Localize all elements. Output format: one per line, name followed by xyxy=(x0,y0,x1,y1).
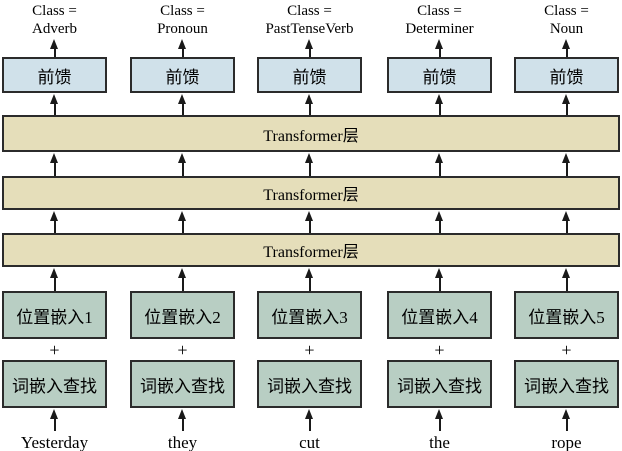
input-word: they xyxy=(167,433,198,451)
arrow-up-icon xyxy=(435,409,444,431)
token-column-5: Class = Noun 前馈 位置嵌入5 + 词嵌入查找 rope xyxy=(514,0,619,451)
class-label-line2: Pronoun xyxy=(157,21,208,37)
class-label-line2: Adverb xyxy=(32,21,77,37)
arrow-up-icon xyxy=(305,153,314,176)
arrow-up-icon xyxy=(562,211,571,233)
arrow-up-icon xyxy=(305,94,314,115)
class-label-line1: Class = xyxy=(32,3,77,19)
word-lookup-box: 词嵌入查找 xyxy=(514,360,619,408)
arrow-up-icon xyxy=(305,268,314,291)
token-column-2: Class = Pronoun 前馈 位置嵌入2 + 词嵌入查找 they xyxy=(130,0,235,451)
arrow-up-icon xyxy=(305,39,314,57)
arrow-up-icon xyxy=(562,94,571,115)
position-embedding-box: 位置嵌入3 xyxy=(257,291,362,339)
class-label-line2: PastTenseVerb xyxy=(265,21,354,37)
arrow-up-icon xyxy=(178,211,187,233)
class-label: Class = Pronoun xyxy=(112,2,253,38)
transformer-layer-box: Transformer层 xyxy=(2,176,620,210)
arrow-up-icon xyxy=(178,153,187,176)
feedforward-box: 前馈 xyxy=(130,57,235,93)
arrow-up-icon xyxy=(50,94,59,115)
word-lookup-box: 词嵌入查找 xyxy=(130,360,235,408)
position-embedding-box: 位置嵌入4 xyxy=(387,291,492,339)
class-label-line1: Class = xyxy=(287,3,332,19)
plus-sign: + xyxy=(561,340,572,360)
class-label: Class = Adverb xyxy=(0,2,125,38)
arrow-up-icon xyxy=(562,39,571,57)
class-label: Class = Noun xyxy=(496,2,622,38)
feedforward-box: 前馈 xyxy=(387,57,492,93)
arrow-up-icon xyxy=(435,39,444,57)
input-word: the xyxy=(429,433,450,451)
arrow-up-icon xyxy=(50,268,59,291)
input-word: cut xyxy=(299,433,320,451)
word-lookup-box: 词嵌入查找 xyxy=(387,360,492,408)
arrow-up-icon xyxy=(562,409,571,431)
token-column-3: Class = PastTenseVerb 前馈 位置嵌入3 + 词嵌入查找 c… xyxy=(257,0,362,451)
word-lookup-box: 词嵌入查找 xyxy=(257,360,362,408)
arrow-up-icon xyxy=(435,153,444,176)
arrow-up-icon xyxy=(178,268,187,291)
plus-sign: + xyxy=(304,340,315,360)
input-word: Yesterday xyxy=(20,433,89,451)
arrow-up-icon xyxy=(562,268,571,291)
arrow-up-icon xyxy=(435,211,444,233)
word-lookup-box: 词嵌入查找 xyxy=(2,360,107,408)
plus-sign: + xyxy=(49,340,60,360)
arrow-up-icon xyxy=(305,409,314,431)
token-column-4: Class = Determiner 前馈 位置嵌入4 + 词嵌入查找 the xyxy=(387,0,492,451)
arrow-up-icon xyxy=(435,94,444,115)
feedforward-box: 前馈 xyxy=(2,57,107,93)
arrow-up-icon xyxy=(178,409,187,431)
position-embedding-box: 位置嵌入1 xyxy=(2,291,107,339)
class-label: Class = Determiner xyxy=(369,2,510,38)
class-label-line1: Class = xyxy=(417,3,462,19)
arrow-up-icon xyxy=(50,153,59,176)
input-word: rope xyxy=(551,433,582,451)
arrow-up-icon xyxy=(178,39,187,57)
arrow-up-icon xyxy=(50,409,59,431)
arrow-up-icon xyxy=(178,94,187,115)
class-label-line1: Class = xyxy=(160,3,205,19)
class-label: Class = PastTenseVerb xyxy=(239,2,380,38)
plus-sign: + xyxy=(434,340,445,360)
feedforward-box: 前馈 xyxy=(514,57,619,93)
transformer-layer-box: Transformer层 xyxy=(2,115,620,152)
arrow-up-icon xyxy=(305,211,314,233)
plus-sign: + xyxy=(177,340,188,360)
transformer-layer-box: Transformer层 xyxy=(2,233,620,267)
arrow-up-icon xyxy=(50,39,59,57)
class-label-line2: Determiner xyxy=(405,21,474,37)
position-embedding-box: 位置嵌入2 xyxy=(130,291,235,339)
arrow-up-icon xyxy=(50,211,59,233)
feedforward-box: 前馈 xyxy=(257,57,362,93)
token-column-1: Class = Adverb 前馈 位置嵌入1 + 词嵌入查找 Yesterda… xyxy=(2,0,107,451)
position-embedding-box: 位置嵌入5 xyxy=(514,291,619,339)
arrow-up-icon xyxy=(435,268,444,291)
class-label-line1: Class = xyxy=(544,3,589,19)
arrow-up-icon xyxy=(562,153,571,176)
class-label-line2: Noun xyxy=(549,21,584,37)
